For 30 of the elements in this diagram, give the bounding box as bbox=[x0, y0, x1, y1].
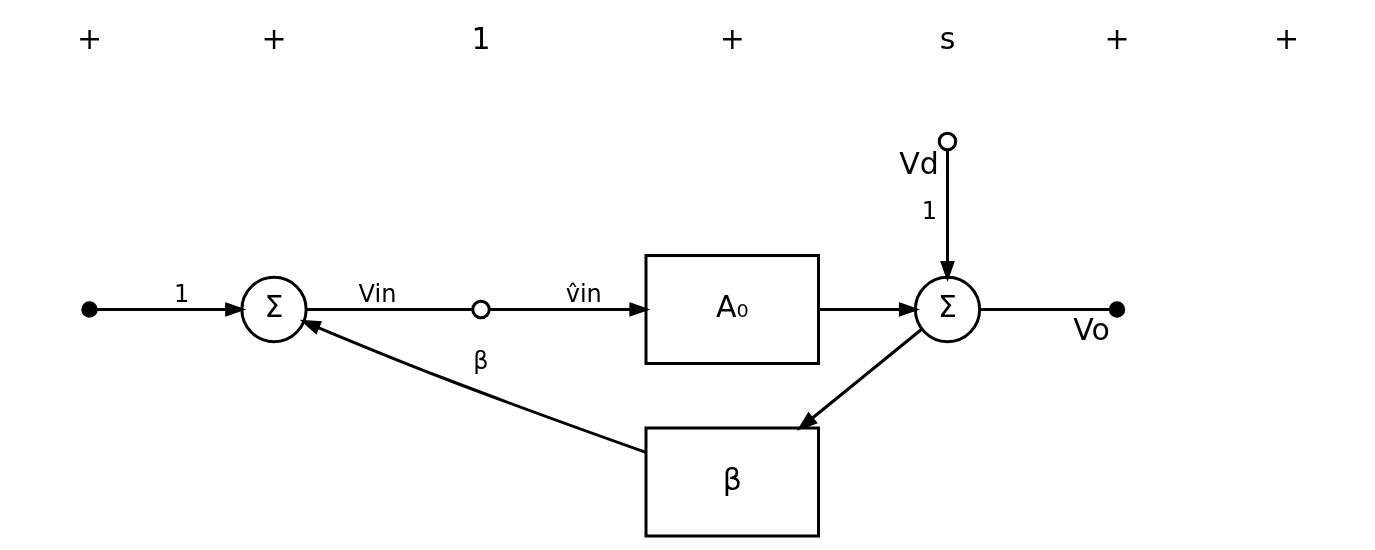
arrow bbox=[299, 319, 646, 454]
node-circle: Σ bbox=[239, 275, 308, 344]
edge-label: β bbox=[472, 347, 489, 376]
edge-label: 1 bbox=[921, 197, 937, 226]
node-circle bbox=[470, 299, 491, 320]
label: + bbox=[1273, 20, 1299, 56]
arrow bbox=[489, 302, 650, 317]
label: + bbox=[1103, 20, 1130, 56]
edge-label: v̂in bbox=[565, 279, 602, 308]
node-circle: Σ bbox=[913, 275, 981, 344]
node-circle bbox=[1108, 301, 1125, 318]
node-label: Vd bbox=[898, 145, 939, 181]
label: 1 bbox=[470, 20, 491, 56]
connector bbox=[305, 308, 472, 311]
arrow bbox=[796, 328, 923, 431]
arrow bbox=[96, 302, 246, 317]
edge-label: Vin bbox=[358, 279, 396, 308]
node-label: Vo bbox=[1072, 312, 1110, 348]
label: + bbox=[260, 20, 287, 56]
label: + bbox=[76, 20, 102, 56]
node-circle bbox=[80, 301, 98, 318]
edge-label: 1 bbox=[173, 279, 189, 308]
arrow bbox=[818, 302, 920, 317]
connector bbox=[979, 308, 1110, 311]
arrow bbox=[939, 149, 955, 283]
node-box: A₀ bbox=[644, 254, 820, 365]
label: + bbox=[719, 20, 745, 56]
label: s bbox=[939, 20, 955, 56]
node-box: β bbox=[644, 426, 820, 538]
node-circle bbox=[937, 131, 957, 152]
